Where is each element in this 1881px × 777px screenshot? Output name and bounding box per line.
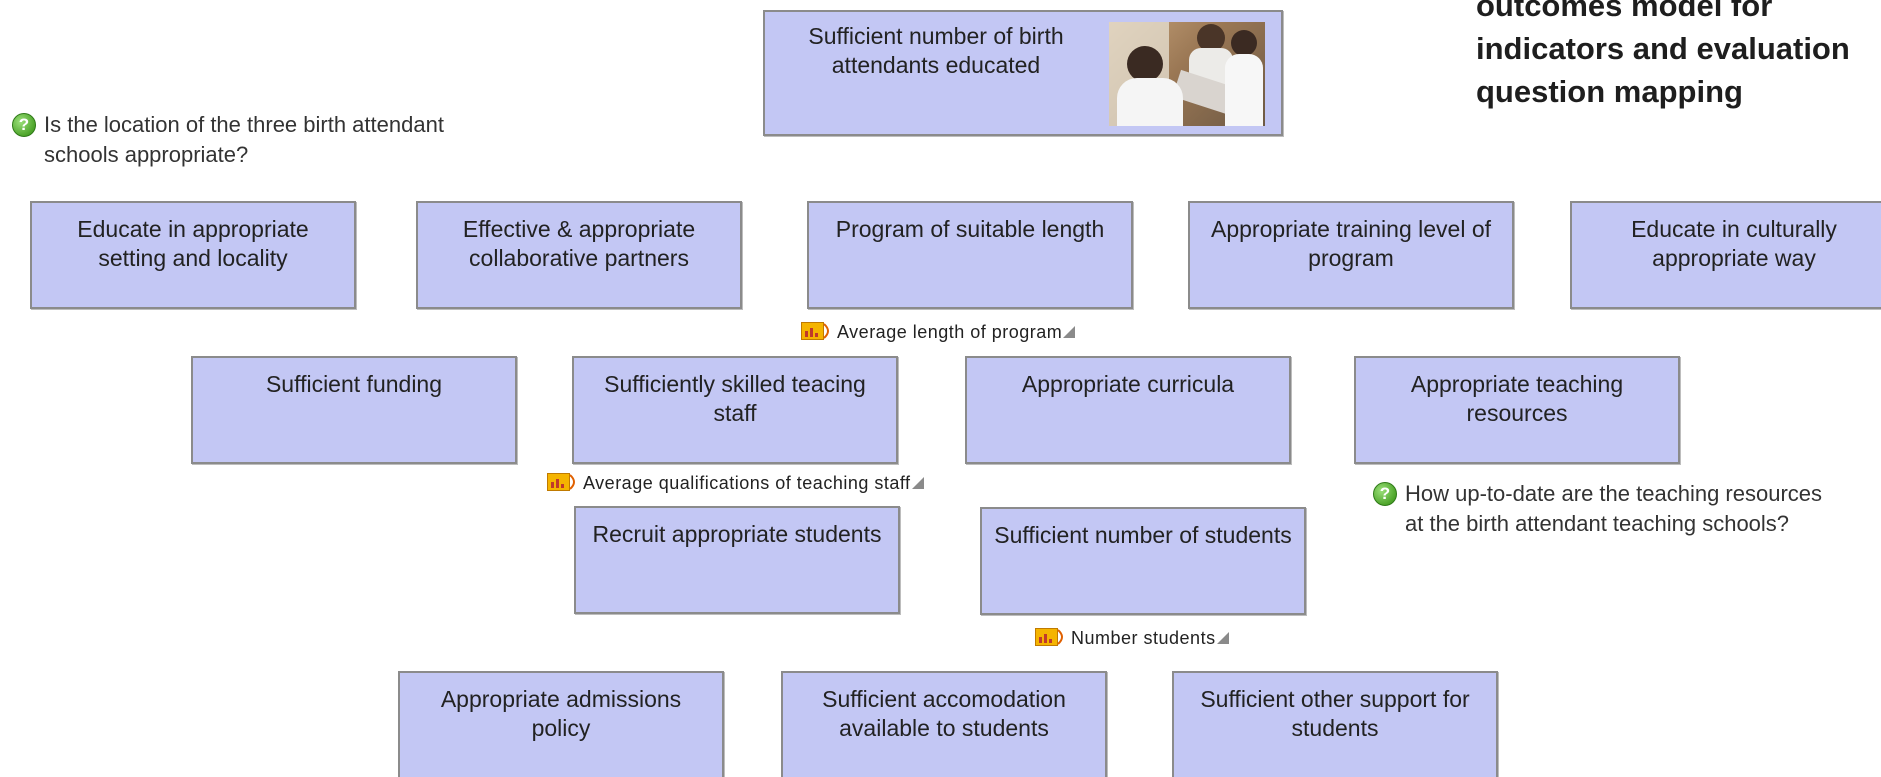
resize-corner-icon — [911, 477, 924, 489]
outcome-label: Appropriate curricula — [1021, 371, 1235, 397]
outcome-box[interactable]: Sufficient other support for students — [1172, 671, 1498, 777]
outcome-label: Educate in appropriate setting and local… — [77, 216, 309, 271]
outcome-box[interactable]: Educate in appropriate setting and local… — [30, 201, 356, 309]
evaluation-question[interactable]: ? Is the location of the three birth att… — [12, 110, 464, 170]
indicator-text: Average length of program — [837, 322, 1063, 342]
outcome-box[interactable]: Sufficient funding — [191, 356, 517, 464]
outcome-box[interactable]: Program of suitable length — [807, 201, 1133, 309]
outcome-label: Sufficient number of birth attendants ed… — [808, 23, 1064, 78]
outcome-box[interactable]: Appropriate admissions policy — [398, 671, 724, 777]
indicator-text: Average qualifications of teaching staff — [583, 473, 911, 493]
indicator-chart-icon — [1035, 628, 1063, 647]
outcome-box[interactable]: Educate in culturally appropriate way — [1570, 201, 1881, 309]
indicator-tag[interactable]: Number students — [1035, 626, 1229, 650]
outcome-box[interactable]: Appropriate training level of program — [1188, 201, 1514, 309]
outcome-label: Appropriate admissions policy — [440, 686, 682, 741]
outcome-label: Sufficient accomodation available to stu… — [822, 686, 1066, 741]
outcome-label: Appropriate training level of program — [1211, 216, 1491, 271]
diagram-title: outcomes model for indicators and evalua… — [1476, 0, 1850, 109]
outcome-label: Sufficiently skilled teacing staff — [604, 371, 866, 426]
indicator-tag[interactable]: Average qualifications of teaching staff — [547, 471, 924, 495]
question-text: Is the location of the three birth atten… — [44, 112, 444, 167]
outcome-label: Sufficient funding — [265, 371, 443, 397]
outcome-box[interactable]: Appropriate teaching resources — [1354, 356, 1680, 464]
outcome-box[interactable]: Sufficiently skilled teacing staff — [572, 356, 898, 464]
outcome-box[interactable]: Appropriate curricula — [965, 356, 1291, 464]
outcome-label: Sufficient other support for students — [1200, 686, 1470, 741]
outcome-label: Program of suitable length — [835, 216, 1105, 242]
outcome-box[interactable]: Effective & appropriate collaborative pa… — [416, 201, 742, 309]
outcome-box[interactable]: Recruit appropriate students — [574, 506, 900, 614]
resize-corner-icon — [1216, 632, 1229, 644]
outcome-label: Sufficient number of students — [994, 522, 1292, 548]
outcome-label: Appropriate teaching resources — [1410, 371, 1624, 426]
question-icon: ? — [12, 113, 36, 137]
question-icon: ? — [1373, 482, 1397, 506]
birth-attendants-photo — [1109, 22, 1265, 126]
outcome-label: Educate in culturally appropriate way — [1631, 216, 1837, 271]
outcome-label: Recruit appropriate students — [592, 521, 882, 547]
resize-corner-icon — [1063, 326, 1076, 338]
outcome-box[interactable]: Sufficient accomodation available to stu… — [781, 671, 1107, 777]
indicator-chart-icon — [801, 322, 829, 341]
question-text: How up-to-date are the teaching resource… — [1405, 481, 1823, 536]
evaluation-question[interactable]: ? How up-to-date are the teaching resour… — [1373, 479, 1825, 539]
outcome-label: Effective & appropriate collaborative pa… — [462, 216, 696, 271]
indicator-text: Number students — [1071, 628, 1216, 648]
indicator-chart-icon — [547, 473, 575, 492]
outcome-box-top[interactable]: Sufficient number of birth attendants ed… — [763, 10, 1283, 136]
outcome-box[interactable]: Sufficient number of students — [980, 507, 1306, 615]
indicator-tag[interactable]: Average length of program — [801, 320, 1076, 344]
